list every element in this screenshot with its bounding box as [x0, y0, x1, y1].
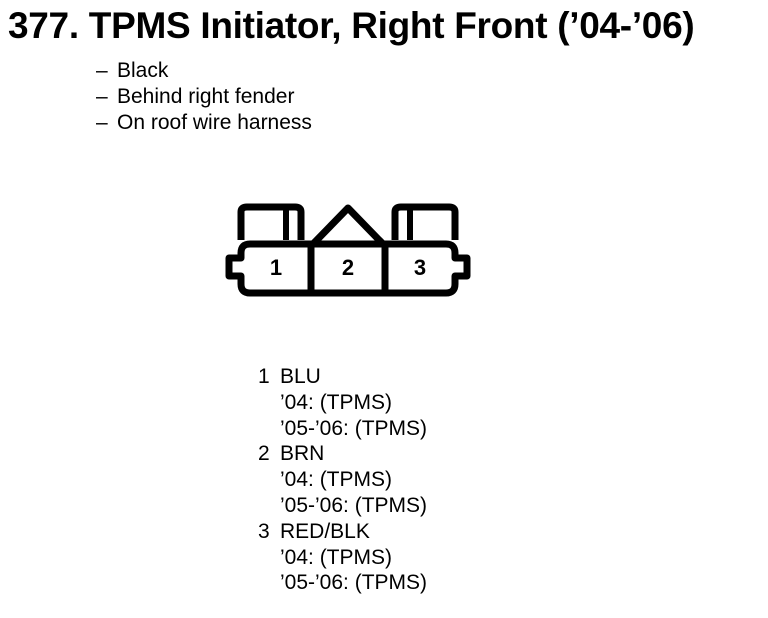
pin-wire-color: RED/BLK: [280, 519, 370, 543]
dash-bullet-icon: –: [96, 85, 108, 108]
note-label: Black: [117, 59, 169, 82]
dash-bullet-icon: –: [96, 59, 108, 82]
pin-header: 3 RED/BLK: [258, 519, 678, 545]
pin-circuit: ’04: (TPMS): [280, 390, 393, 414]
cavity-number-1: 1: [270, 255, 282, 280]
pin-circuit: ’05-’06: (TPMS): [280, 493, 428, 517]
pin-circuit: ’04: (TPMS): [280, 545, 393, 569]
connector-diagram: 1 2 3: [218, 196, 478, 306]
connector-body-outline: [225, 240, 471, 297]
dash-bullet-icon: –: [96, 111, 108, 134]
note-item: – Black: [96, 58, 596, 84]
pin-header: 2 BRN: [258, 441, 678, 467]
note-item: – On roof wire harness: [96, 110, 596, 136]
pin-number: 1: [258, 365, 270, 388]
pin-entry: 3 RED/BLK ’04: (TPMS) ’05-’06: (TPMS): [258, 519, 678, 596]
pin-circuit: ’04: (TPMS): [280, 468, 393, 492]
pin-wire-color: BRN: [280, 442, 325, 466]
note-label: On roof wire harness: [117, 111, 312, 134]
page-title: 377. TPMS Initiator, Right Front (’04-’0…: [8, 5, 695, 46]
left-upper-tab: [237, 203, 305, 240]
pin-number: 2: [258, 442, 270, 466]
note-label: Behind right fender: [117, 85, 295, 108]
pin-number: 3: [258, 519, 270, 543]
pin-wire-color: BLU: [280, 365, 321, 388]
pin-header: 1 BLU: [258, 364, 678, 390]
note-item: – Behind right fender: [96, 84, 596, 110]
cavity-number-2: 2: [342, 255, 354, 280]
pin-entry: 1 BLU ’04: (TPMS) ’05-’06: (TPMS): [258, 364, 678, 441]
center-peak: [310, 204, 386, 247]
cavity-number-3: 3: [414, 255, 426, 280]
pin-list: 1 BLU ’04: (TPMS) ’05-’06: (TPMS) 2 BRN …: [258, 364, 678, 596]
pin-circuit: ’05-’06: (TPMS): [280, 416, 428, 440]
pin-entry: 2 BRN ’04: (TPMS) ’05-’06: (TPMS): [258, 441, 678, 518]
right-upper-tab: [391, 203, 459, 240]
pin-circuit: ’05-’06: (TPMS): [280, 571, 428, 595]
notes-list: – Black – Behind right fender – On roof …: [96, 58, 596, 136]
